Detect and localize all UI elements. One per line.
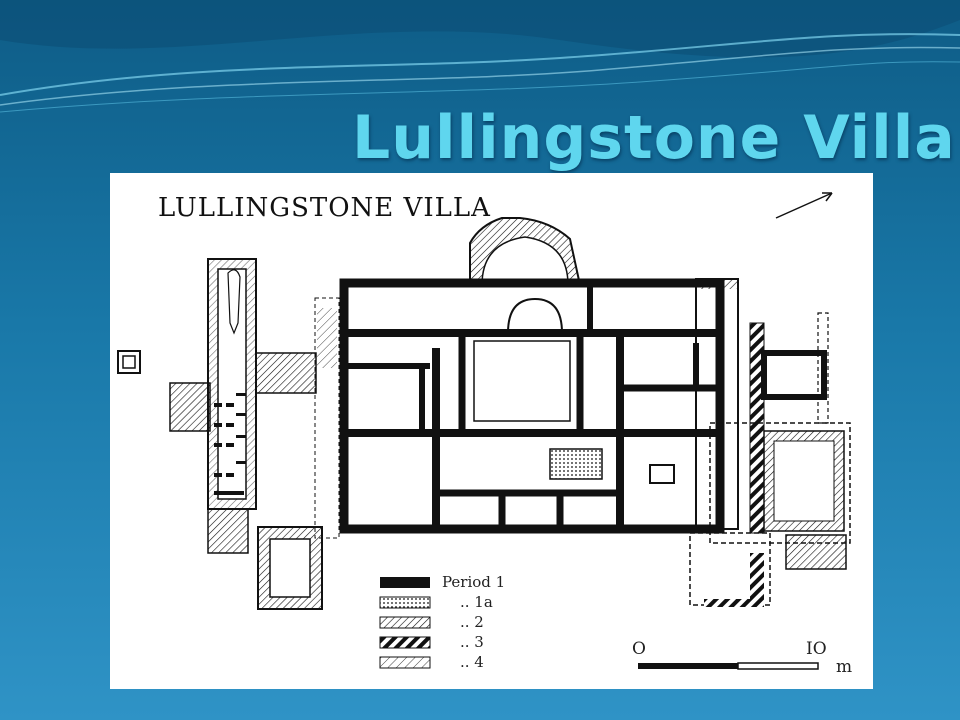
- legend-label-period-4: .. 4: [460, 653, 484, 671]
- legend-swatch-hatch-fine: [379, 616, 431, 629]
- floor-plan-drawing: [117, 192, 851, 670]
- scale-unit-label: m: [836, 657, 853, 677]
- decorative-waves: [0, 0, 960, 113]
- east-wing: [689, 278, 851, 607]
- legend-label-period-1a: .. 1a: [460, 593, 493, 611]
- well-icon: [117, 350, 141, 374]
- legend: [379, 577, 431, 669]
- north-arrow-icon: [775, 192, 833, 219]
- plan-heading: LULLINGSTONE VILLA: [158, 193, 491, 223]
- dotted-room: [549, 448, 603, 480]
- legend-swatch-solid: [380, 577, 430, 588]
- legend-swatch-hatch-bold: [379, 636, 431, 649]
- scale-start-label: O: [632, 639, 646, 659]
- legend-swatch-hatch-light: [379, 656, 431, 669]
- scale-bar: [638, 662, 819, 670]
- apsidal-room: [469, 217, 581, 334]
- legend-label-period-1: Period 1: [442, 573, 506, 591]
- bath-wing: [169, 258, 340, 610]
- legend-label-period-2: .. 2: [460, 613, 484, 631]
- villa-floor-plan: LULLINGSTONE VILLA Period 1 .. 1a .. 2 .…: [110, 173, 873, 689]
- scale-end-label: IO: [806, 639, 827, 659]
- legend-swatch-dotted: [379, 596, 431, 609]
- slide-title: Lullingstone Villa: [352, 103, 956, 173]
- legend-label-period-3: .. 3: [460, 633, 484, 651]
- small-room: [649, 464, 675, 484]
